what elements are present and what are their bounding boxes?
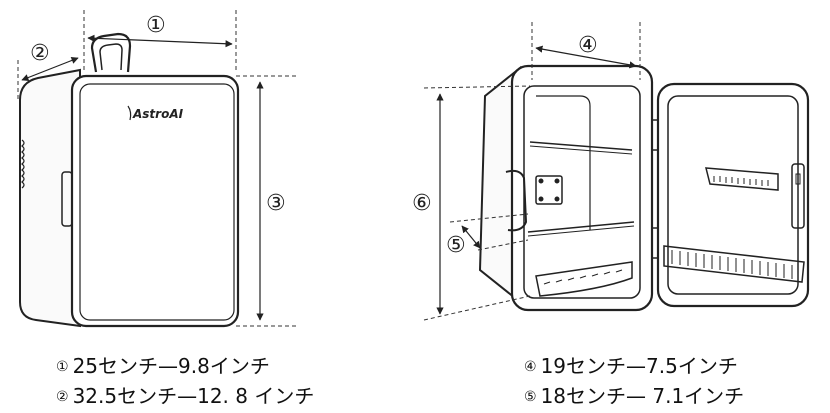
brand-logo: AstroAI bbox=[132, 107, 184, 121]
dimension-marker-5: ⑤ bbox=[446, 233, 466, 258]
dimension-marker-1: ① bbox=[146, 13, 166, 38]
dimension-4 bbox=[531, 22, 641, 80]
dimension-2 bbox=[17, 57, 79, 100]
dimension-marker-3: ③ bbox=[266, 191, 286, 216]
legend-marker: ⑤ bbox=[524, 389, 537, 405]
dimension-6 bbox=[423, 85, 531, 321]
legend-text: 32.5センチ—12. 8 インチ bbox=[72, 384, 315, 408]
dimension-marker-4: ④ bbox=[578, 33, 598, 58]
open-fridge bbox=[478, 64, 810, 312]
legend-marker: ① bbox=[56, 359, 69, 375]
dimension-marker-2: ② bbox=[30, 41, 50, 66]
legend-marker: ④ bbox=[524, 359, 537, 375]
closed-fridge bbox=[19, 32, 240, 328]
dimension-5 bbox=[449, 213, 529, 251]
dimension-1 bbox=[83, 10, 237, 70]
legend-text: 19センチ—7.5インチ bbox=[540, 354, 738, 378]
dimension-3 bbox=[236, 75, 296, 327]
legend-text: 18センチ— 7.1インチ bbox=[540, 384, 745, 408]
logo-swoosh-icon bbox=[127, 105, 132, 121]
dimension-marker-6: ⑥ bbox=[412, 191, 432, 216]
legend-text: 25センチ—9.8インチ bbox=[72, 354, 270, 378]
legend-marker: ② bbox=[56, 389, 69, 405]
